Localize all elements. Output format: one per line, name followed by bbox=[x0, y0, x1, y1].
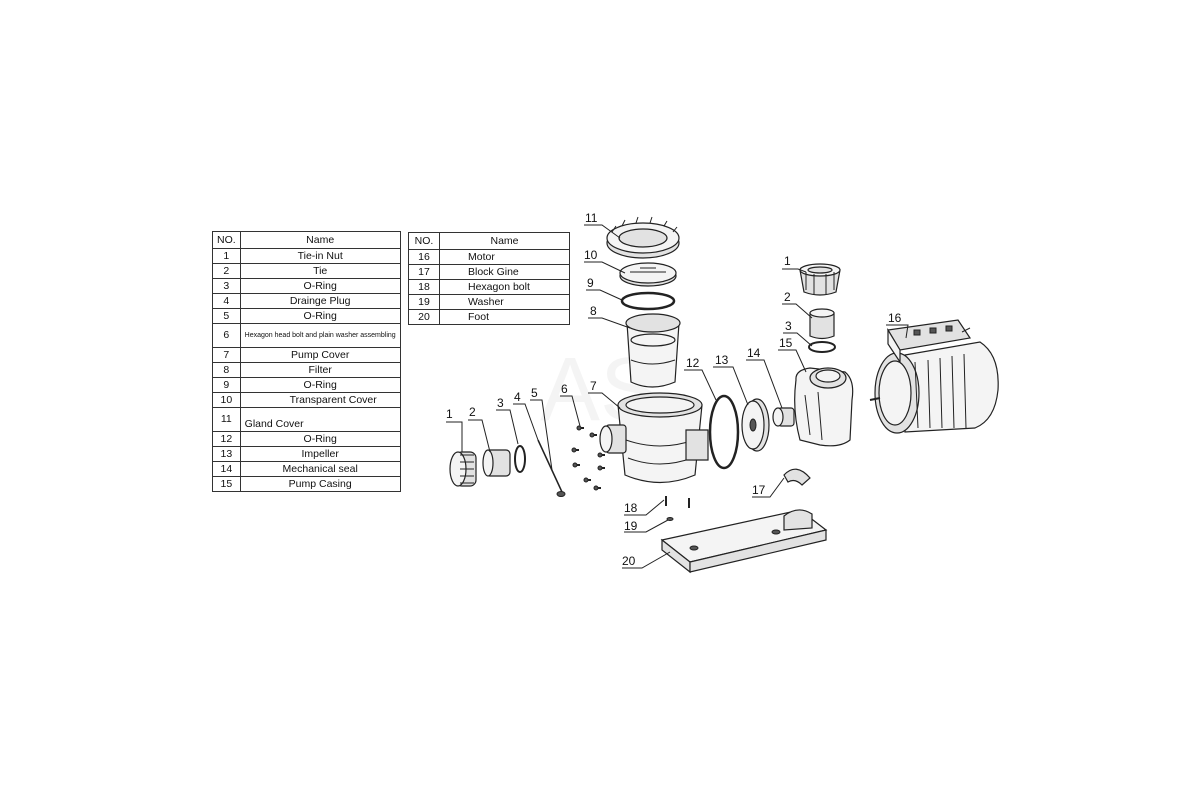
tie-in-nut-right-part bbox=[799, 263, 841, 296]
row-no: 6 bbox=[212, 323, 241, 348]
callout-9: 9 bbox=[587, 276, 594, 290]
motor-part bbox=[869, 319, 999, 434]
callout-10: 10 bbox=[584, 248, 598, 262]
row-name: Hexagon head bolt and plain washer assem… bbox=[239, 323, 401, 348]
callout-3-right: 3 bbox=[785, 319, 792, 333]
callout-1-left: 1 bbox=[446, 407, 453, 421]
pump-casing-part bbox=[794, 367, 854, 447]
transparent-cover-part bbox=[619, 262, 677, 287]
row-name: O-Ring bbox=[239, 377, 401, 393]
callout-17: 17 bbox=[752, 483, 766, 497]
callout-2-left: 2 bbox=[469, 405, 476, 419]
row-name: Pump Casing bbox=[239, 476, 401, 492]
leader-lines bbox=[446, 224, 909, 569]
mechanical-seal-part bbox=[772, 407, 795, 427]
drain-plug-part bbox=[537, 439, 563, 493]
callout-7: 7 bbox=[590, 379, 597, 393]
callout-labels: 11 10 9 8 7 12 13 14 15 1 2 3 16 17 18 1… bbox=[446, 211, 902, 568]
callout-5: 5 bbox=[531, 386, 538, 400]
callout-16: 16 bbox=[888, 311, 902, 325]
tie-left-part bbox=[482, 449, 511, 477]
washer-part bbox=[666, 517, 674, 521]
tie-in-nut-left-part bbox=[449, 451, 477, 487]
callout-19: 19 bbox=[624, 519, 638, 533]
callout-6: 6 bbox=[561, 382, 568, 396]
o-ring-part bbox=[620, 291, 676, 311]
callout-20: 20 bbox=[622, 554, 636, 568]
callout-11: 11 bbox=[585, 211, 598, 225]
callout-3-left: 3 bbox=[497, 396, 504, 410]
o-ring-large-part bbox=[708, 394, 740, 470]
gland-cover-part bbox=[606, 216, 680, 259]
row-name: Foot bbox=[439, 309, 570, 325]
callout-1-right: 1 bbox=[784, 254, 791, 268]
pump-cover-part bbox=[599, 392, 709, 484]
row-no: 11 bbox=[212, 407, 241, 432]
tie-right-part bbox=[809, 308, 835, 340]
block-gine-part bbox=[783, 468, 811, 486]
row-name: Pump Cover bbox=[239, 347, 401, 363]
callout-15: 15 bbox=[779, 336, 793, 350]
row-name: Hexagon bolt bbox=[439, 279, 570, 295]
callout-13: 13 bbox=[715, 353, 729, 367]
impeller-part bbox=[741, 398, 770, 452]
callout-4: 4 bbox=[514, 390, 521, 404]
bolt-set-part bbox=[571, 425, 605, 491]
row-name: O-Ring bbox=[239, 431, 401, 447]
callout-12: 12 bbox=[686, 356, 700, 370]
callout-8: 8 bbox=[590, 304, 597, 318]
row-name: Block Gine bbox=[439, 264, 570, 280]
table-header-row: NO. Name bbox=[408, 232, 570, 250]
o-ring-right-part bbox=[808, 341, 836, 353]
callout-18: 18 bbox=[624, 501, 638, 515]
header-name: Name bbox=[439, 232, 570, 250]
hexagon-bolt-part bbox=[665, 496, 690, 508]
callout-2-right: 2 bbox=[784, 290, 791, 304]
callout-14: 14 bbox=[747, 346, 761, 360]
foot-part bbox=[660, 509, 828, 574]
o-ring-left-part bbox=[514, 445, 526, 473]
o-ring-small-part bbox=[556, 491, 566, 497]
filter-part bbox=[625, 313, 681, 388]
